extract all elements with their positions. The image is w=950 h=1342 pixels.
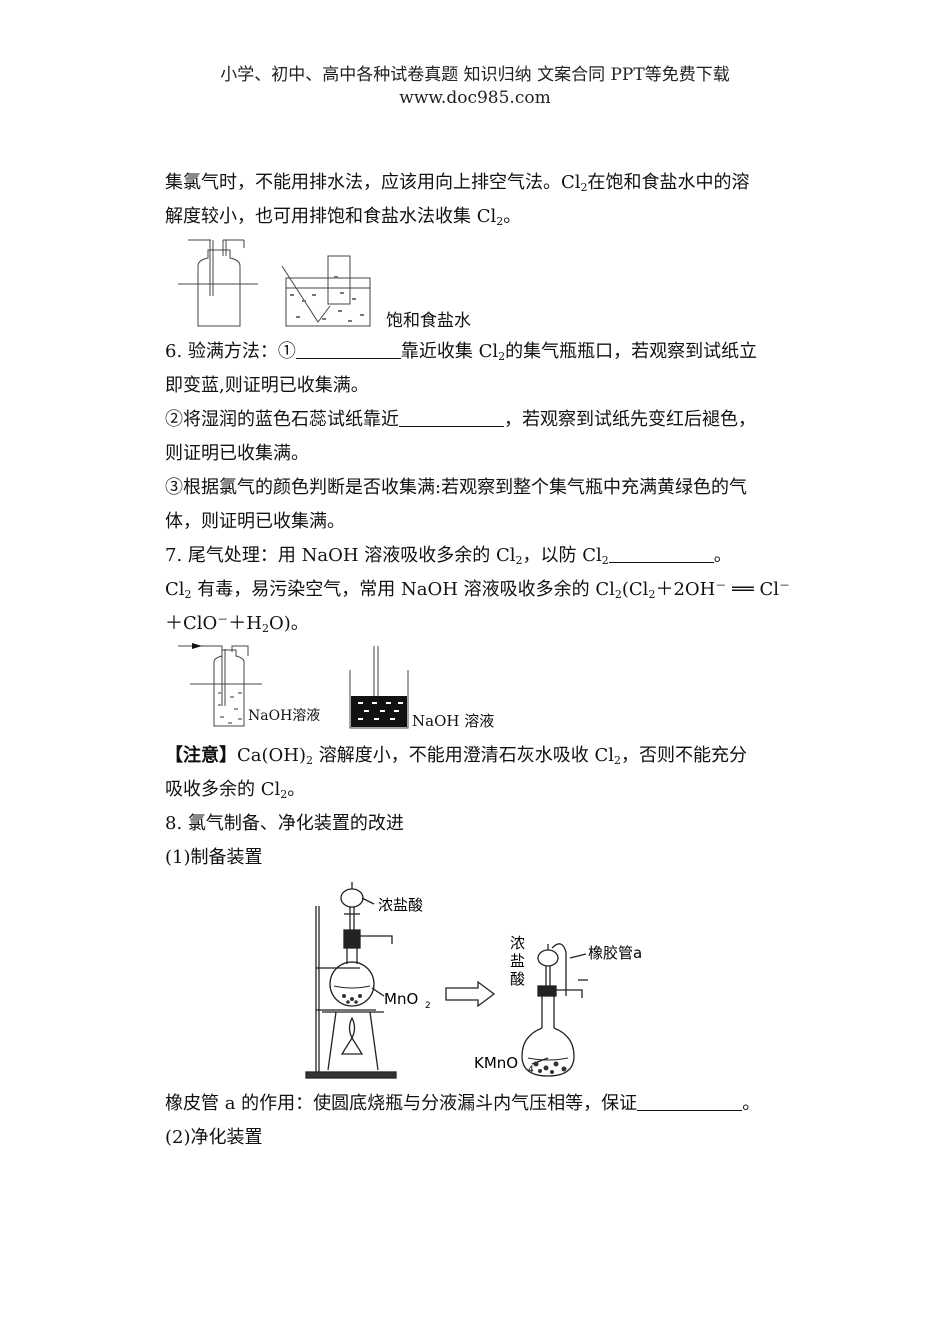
fig3-label-tube: 橡胶管a [588, 944, 642, 962]
page-header: 小学、初中、高中各种试卷真题 知识归纳 文案合同 PPT等免费下载 www.do… [0, 64, 950, 110]
text-block-4: 橡皮管 a 的作用：使圆底烧瓶与分液漏斗内气压相等，保证。 (2)净化装置 [165, 1087, 790, 1155]
paragraph-12: 【注意】Ca(OH)2 溶解度小，不能用澄清石灰水吸收 Cl2，否则不能充分 [165, 745, 747, 767]
blank-2 [399, 406, 504, 427]
fig3-label-acid-v1: 浓 [510, 934, 525, 952]
fig2-label-left: NaOH溶液 [248, 708, 321, 724]
paragraph-2: 解度较小，也可用排饱和食盐水法收集 Cl2。 [165, 206, 522, 228]
collection-apparatus-figure [178, 239, 371, 327]
paragraph-7: ③根据氯气的颜色判断是否收集满:若观察到整个集气瓶中充满黄绿色的气 [165, 477, 748, 498]
header-line-2: www.doc985.com [399, 88, 551, 108]
paragraph-14: 8. 氯气制备、净化装置的改进 [165, 813, 404, 834]
fig3-label-kmno4-sub: 4 [528, 1065, 534, 1075]
fig3-label-mno2-sub: 2 [425, 1001, 431, 1011]
note-label: 【注意】 [165, 745, 237, 766]
blank-3 [608, 542, 714, 563]
absorption-apparatus-figure [178, 643, 409, 729]
paragraph-8: 体，则证明已收集满。 [165, 511, 345, 532]
paragraph-6: 则证明已收集满。 [165, 443, 309, 464]
fig2-label-right: NaOH 溶液 [412, 712, 495, 730]
paragraph-4: 即变蓝,则证明已收集满。 [165, 375, 369, 396]
fig1-caption: 饱和食盐水 [386, 311, 471, 331]
fig3-label-acid: 浓盐酸 [378, 896, 423, 914]
paragraph-15: (1)制备装置 [165, 847, 263, 868]
chlorine-generator-figure: 浓盐酸 MnO 2 浓 盐 酸 橡胶管a KMnO 4 [305, 882, 642, 1079]
fig3-label-kmno4: KMnO [474, 1054, 518, 1072]
paragraph-13: 吸收多余的 Cl2。 [165, 779, 306, 801]
text-block-1: 集氯气时，不能用排水法，应该用向上排空气法。Cl2在饱和食盐水中的溶 解度较小，… [165, 166, 790, 234]
paragraph-16: 橡皮管 a 的作用：使圆底烧瓶与分液漏斗内气压相等，保证。 [165, 1087, 790, 1121]
blank-1 [295, 338, 401, 359]
fig3-label-acid-v3: 酸 [510, 970, 525, 988]
fig3-label-acid-v2: 盐 [510, 952, 525, 970]
paragraph-5: ②将湿润的蓝色石蕊试纸靠近，若观察到试纸先变红后褪色， [165, 403, 790, 437]
blank-4 [637, 1090, 743, 1111]
text-block-3: 【注意】Ca(OH)2 溶解度小，不能用澄清石灰水吸收 Cl2，否则不能充分 吸… [165, 739, 790, 875]
paragraph-11: ＋ClO－＋H2O)。 [165, 613, 309, 635]
paragraph-10: Cl2 有毒，易污染空气，常用 NaOH 溶液吸收多余的 Cl2(Cl2＋2OH… [165, 579, 791, 601]
fig3-label-mno2: MnO [384, 990, 418, 1008]
paragraph-9: 7. 尾气处理：用 NaOH 溶液吸收多余的 Cl2，以防 Cl2。 [165, 539, 790, 573]
paragraph-17: (2)净化装置 [165, 1127, 263, 1148]
paragraph-1: 集氯气时，不能用排水法，应该用向上排空气法。Cl2在饱和食盐水中的溶 [165, 172, 750, 194]
header-line-1: 小学、初中、高中各种试卷真题 知识归纳 文案合同 PPT等免费下载 [220, 65, 730, 85]
